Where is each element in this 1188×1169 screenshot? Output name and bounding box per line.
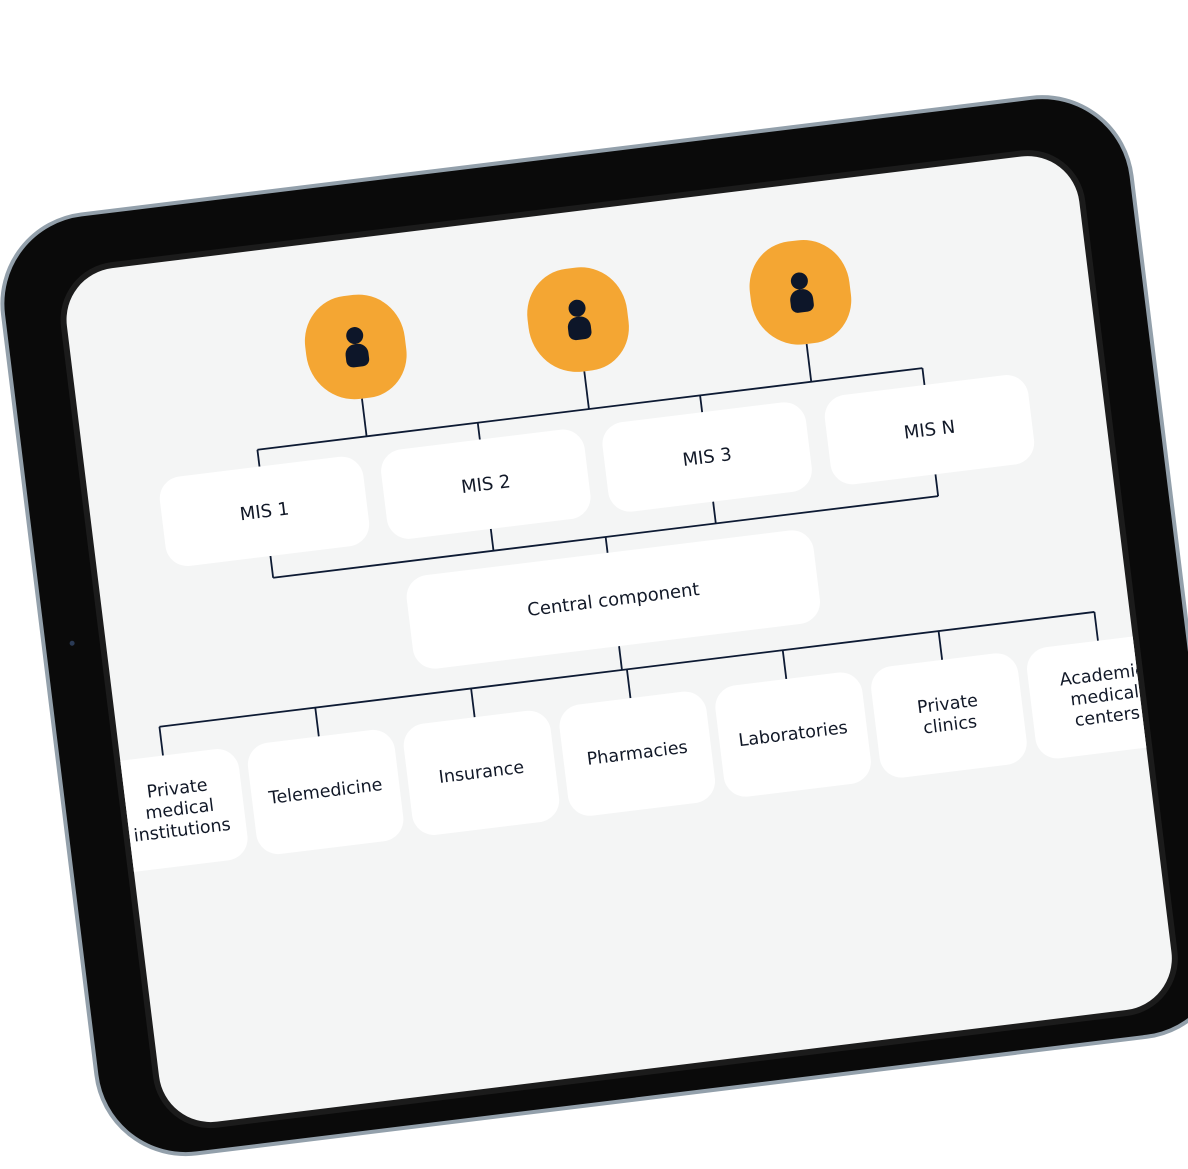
connector-line <box>937 630 944 660</box>
consumer-private-clinics: Private clinics <box>868 650 1030 781</box>
connector-line <box>1093 611 1099 641</box>
person-body <box>789 287 815 314</box>
consumer-pharmacies: Pharmacies <box>557 689 718 819</box>
person-icon <box>567 298 587 318</box>
consumer-laboratories: Laboratories <box>712 669 874 800</box>
connector-line <box>256 449 261 467</box>
connector-line <box>712 501 717 524</box>
connector-line <box>489 528 495 551</box>
connector-lines <box>158 343 1099 756</box>
person-body <box>344 342 370 369</box>
connector-line <box>361 398 368 437</box>
connector-line <box>314 707 320 737</box>
consumer-insurance: Insurance <box>401 708 562 838</box>
connector-line <box>618 646 623 671</box>
tablet-mockup: MIS 1 MIS 2 MIS 3 MIS N Central componen… <box>0 84 1188 1167</box>
connector-line <box>921 367 926 386</box>
camera-dot <box>69 640 75 647</box>
connector-line <box>476 422 481 440</box>
person-icon <box>345 326 365 346</box>
connector-line <box>583 371 590 410</box>
person-body <box>566 315 593 341</box>
connector-line <box>934 474 940 497</box>
connector-line <box>781 650 788 680</box>
connector-line <box>805 343 813 382</box>
connector-line <box>626 669 632 699</box>
connector-line <box>604 536 609 553</box>
connector-line <box>699 395 704 413</box>
connector-line <box>158 726 164 756</box>
tablet-screen: MIS 1 MIS 2 MIS 3 MIS N Central componen… <box>60 150 1178 1129</box>
person-icon <box>789 271 809 291</box>
connector-line <box>470 688 476 718</box>
consumer-telemedicine: Telemedicine <box>245 727 406 857</box>
connector-line <box>269 555 275 578</box>
